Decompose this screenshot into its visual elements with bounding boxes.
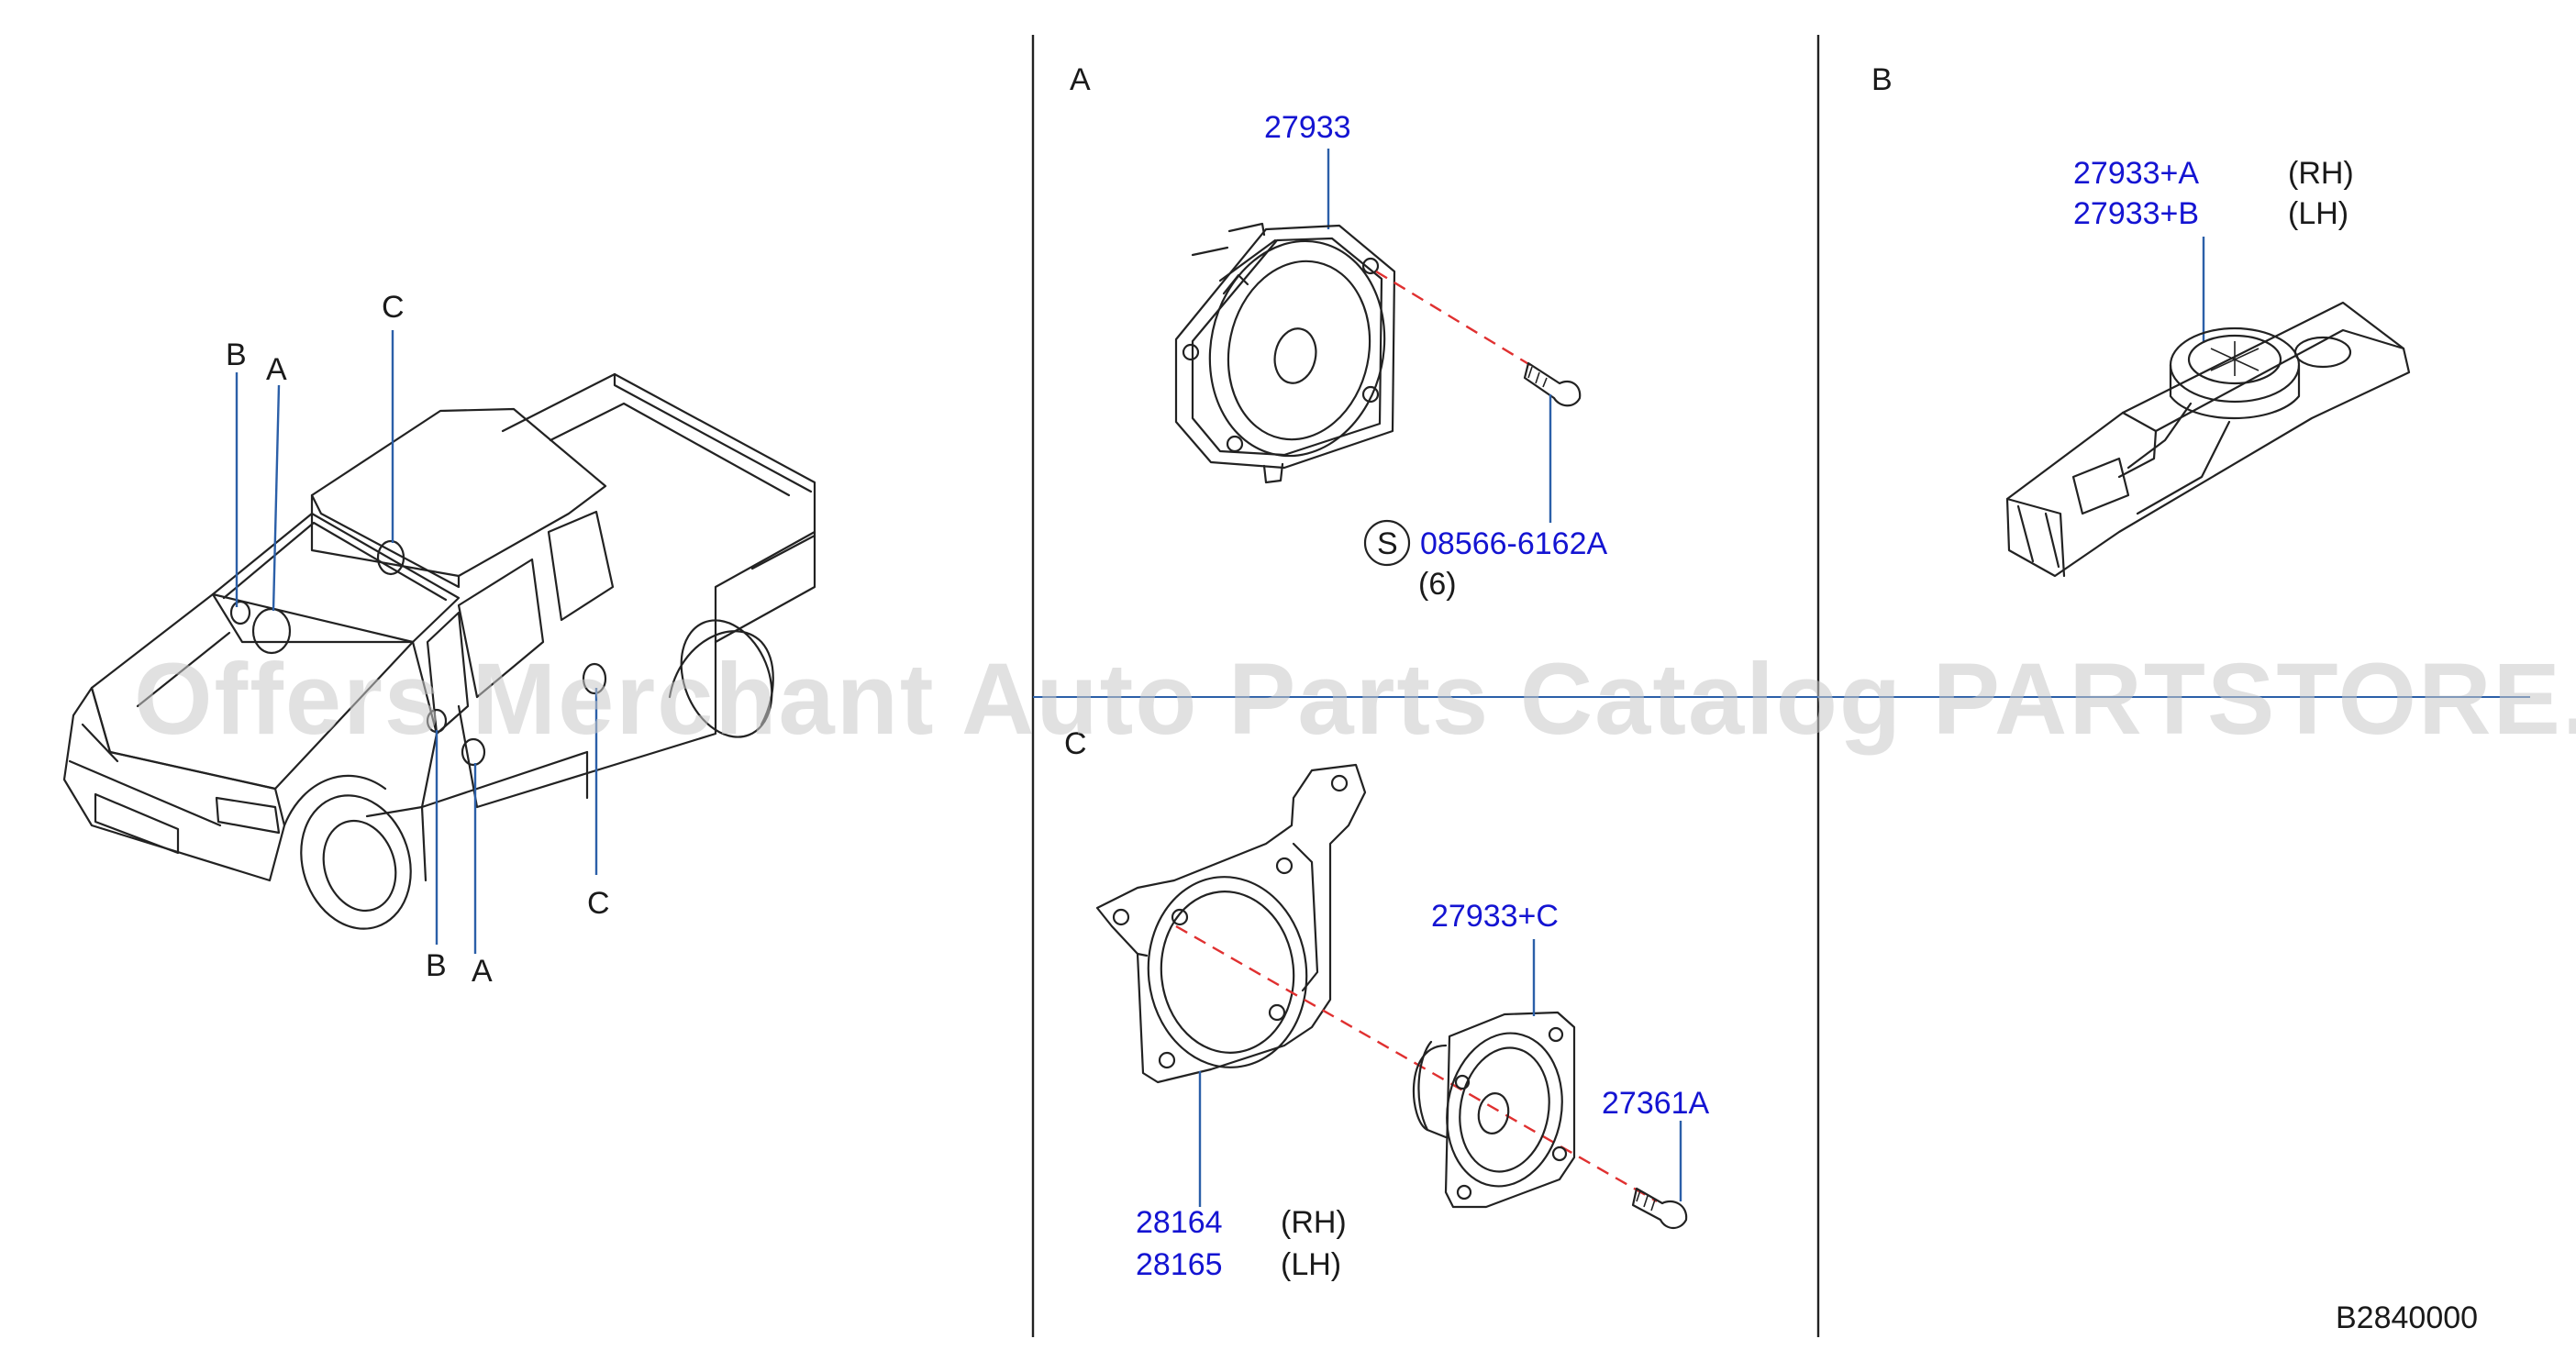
callout-c-top: C [382, 290, 405, 325]
panel-a-screw-symbol-circle [1363, 519, 1411, 567]
panel-c-speaker-part: 27933+C [1431, 899, 1559, 934]
callout-b-top: B [226, 337, 247, 372]
panel-c-side-rh: (RH) [1281, 1205, 1347, 1240]
tweeter-location [229, 600, 251, 625]
panel-c-screw-part: 27361A [1602, 1086, 1710, 1121]
panel-c-guide [1175, 924, 1658, 1203]
panel-b-tweeter [2005, 301, 2411, 578]
panel-b-part-lh: 27933+B [2073, 196, 2199, 231]
panel-a-screw-qty: (6) [1418, 567, 1457, 602]
panel-a-screw-part: 08566-6162A [1420, 526, 1608, 561]
watermark: Offers Merchant Auto Parts Catalog PARTS… [134, 643, 2576, 756]
callout-c-bottom: C [587, 886, 610, 921]
panel-b-part-rh: 27933+A [2073, 156, 2199, 191]
panel-a-speaker [1174, 222, 1396, 484]
panel-a-screw [1523, 361, 1582, 407]
dash-speaker-location [376, 539, 405, 576]
panel-b-side-lh: (LH) [2288, 196, 2348, 231]
panel-b-side-rh: (RH) [2288, 156, 2354, 191]
truck-illustration [62, 372, 816, 930]
panel-c-screw [1631, 1187, 1688, 1230]
panel-c-title: C [1064, 726, 1087, 761]
panel-c-speaker [1412, 1011, 1576, 1209]
callout-a-bottom: A [472, 954, 493, 989]
panel-a-title: A [1070, 62, 1091, 97]
leader-a-top [272, 384, 281, 612]
panel-a-guide [1375, 270, 1531, 367]
panel-c-side-lh: (LH) [1281, 1247, 1341, 1282]
rear-speaker-location [582, 662, 607, 695]
diagram-code: B2840000 [2336, 1300, 2478, 1335]
callout-b-bottom: B [426, 948, 447, 983]
panel-a-screw-symbol: S [1377, 526, 1398, 561]
panel-b-title: B [1871, 62, 1893, 97]
panel-c-bracket-lh: 28165 [1136, 1247, 1223, 1282]
front-speaker-location [251, 607, 292, 655]
panel-c-bracket-rh: 28164 [1136, 1205, 1223, 1240]
callout-a-top: A [266, 352, 287, 387]
panel-a-speaker-part: 27933 [1264, 110, 1351, 145]
door-speaker-location [461, 737, 486, 767]
panel-c-bracket [1095, 763, 1367, 1084]
